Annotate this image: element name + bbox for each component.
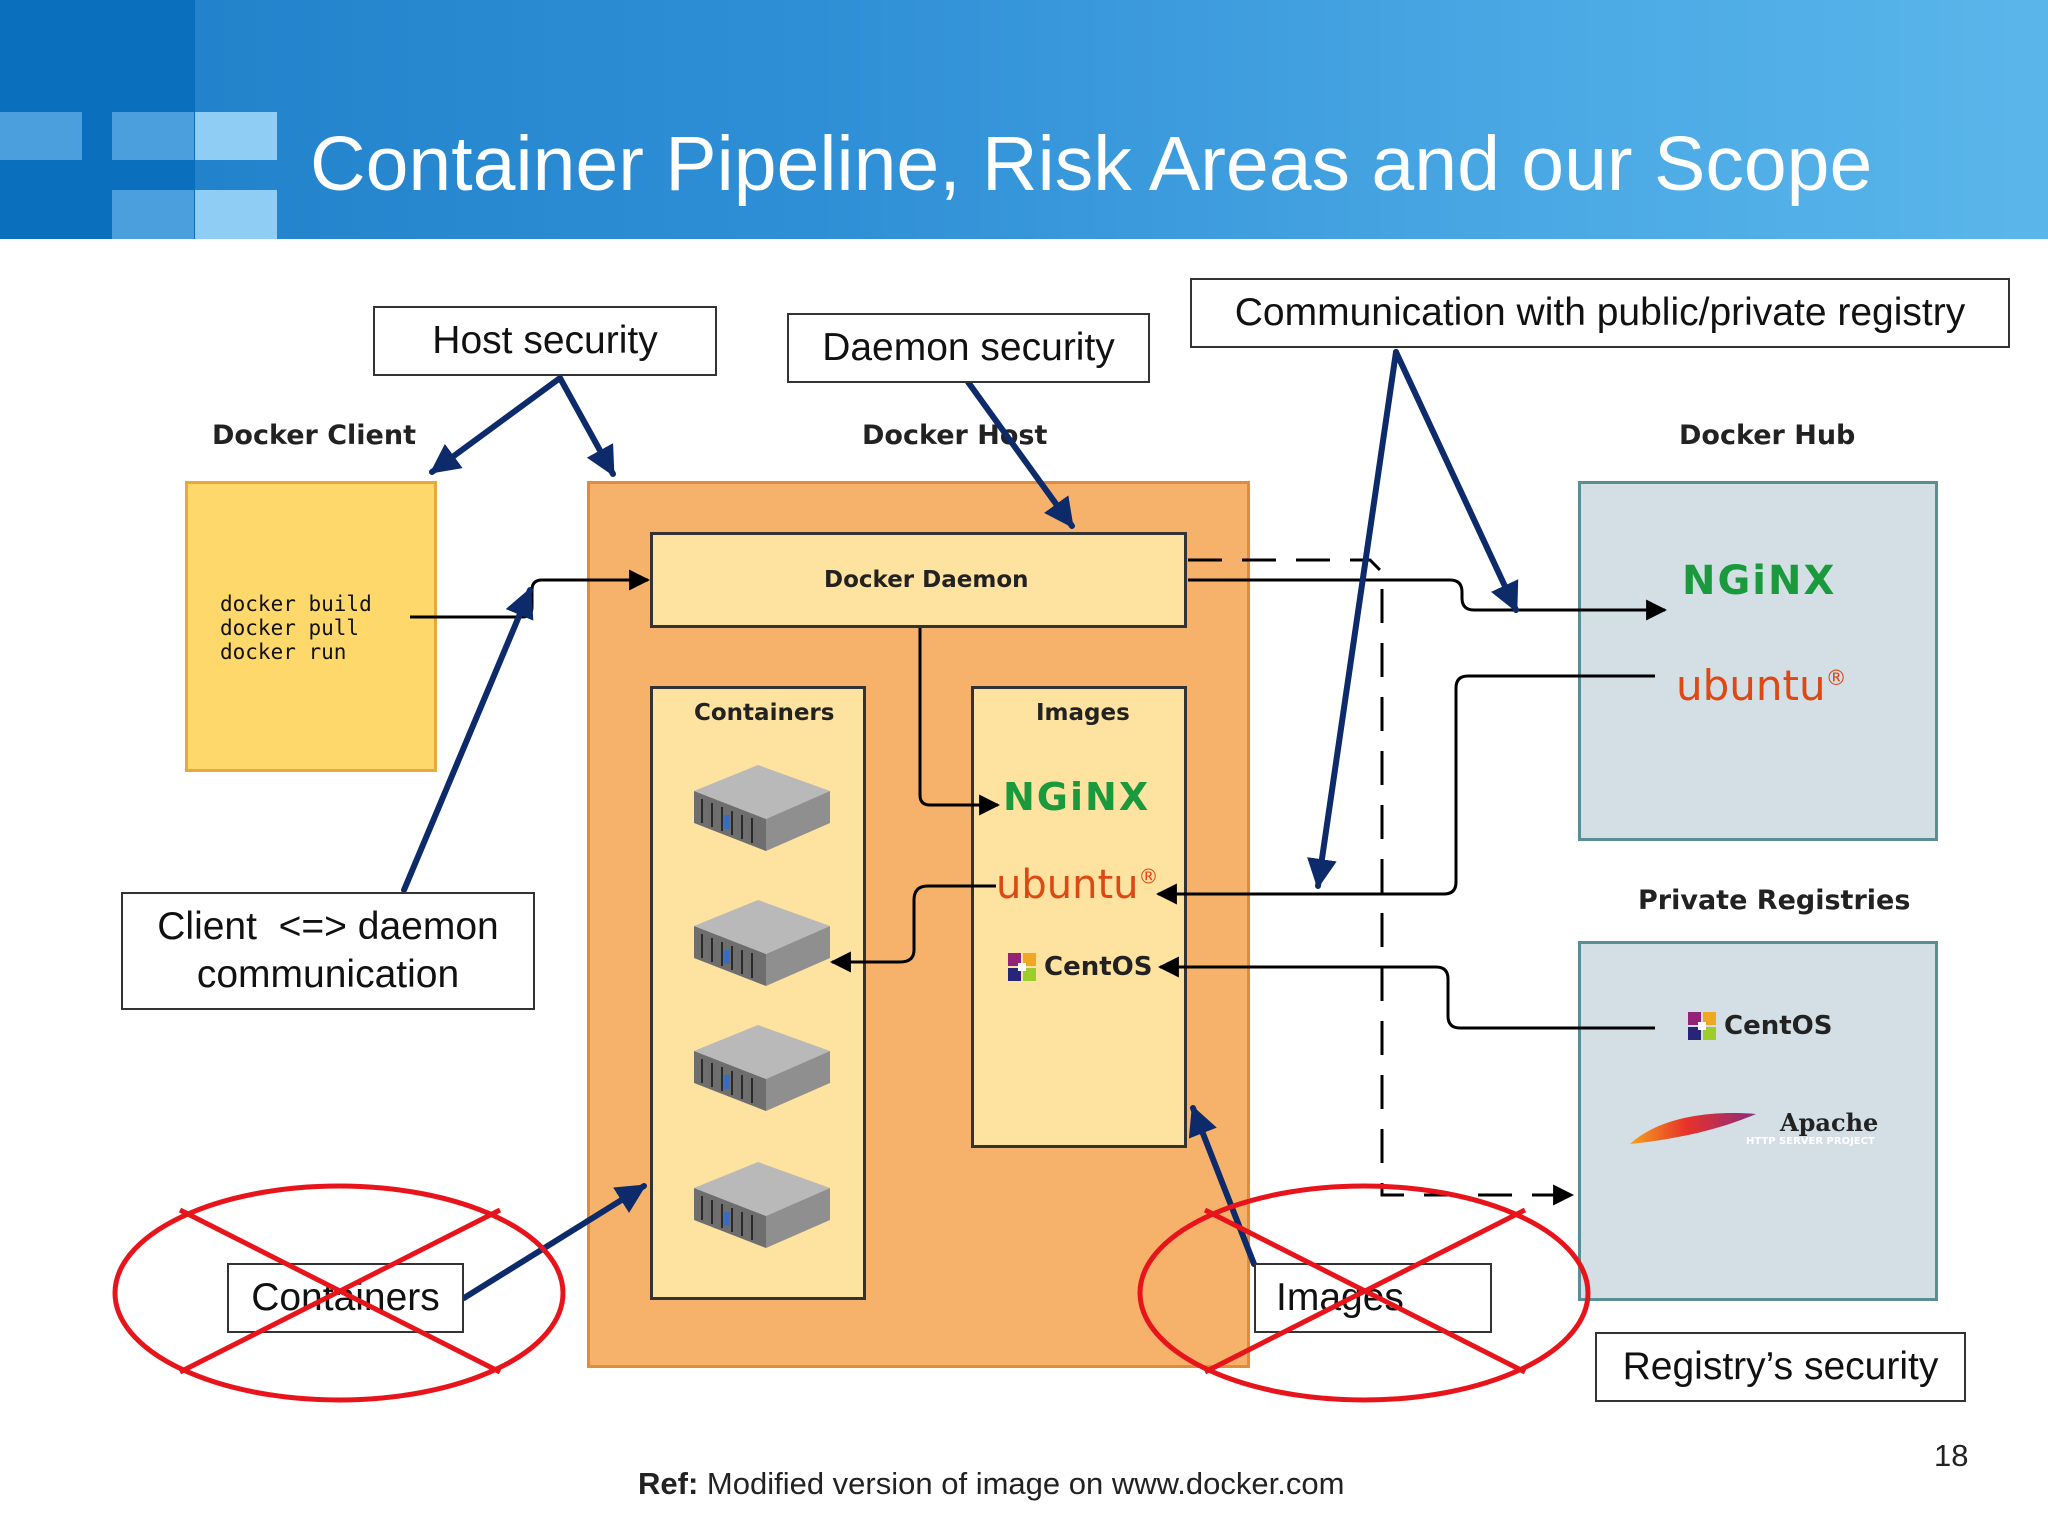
centos-icon — [1688, 1012, 1716, 1040]
header-decor-square — [0, 112, 82, 160]
ubuntu-logo: ubuntu® — [1676, 661, 1847, 710]
images-label: Images — [1036, 700, 1130, 726]
server-icon — [694, 1162, 830, 1248]
callout-line: Client <=> daemon — [157, 905, 499, 949]
header-decor-square — [195, 112, 277, 160]
ubuntu-logo: ubuntu® — [996, 862, 1159, 908]
containers-cross-line — [178, 1207, 502, 1375]
server-icon — [694, 765, 830, 851]
slide-title: Container Pipeline, Risk Areas and our S… — [310, 121, 1873, 207]
command-line: docker run — [220, 640, 347, 664]
centos-logo: CentOS — [1006, 951, 1152, 983]
host-security-callout: Host security — [373, 306, 717, 376]
registry-communication-callout: Communication with public/private regist… — [1190, 278, 2010, 348]
slide-header: Container Pipeline, Risk Areas and our S… — [0, 0, 2048, 239]
private-registries-label: Private Registries — [1638, 885, 1911, 916]
containers-label: Containers — [694, 700, 835, 726]
header-decor-square — [195, 190, 277, 239]
header-decor-square — [112, 190, 194, 239]
containers-callout: Containers — [227, 1263, 464, 1333]
centos-logo: CentOS — [1686, 1010, 1832, 1042]
images-box — [971, 686, 1187, 1148]
containers-out-of-scope-ellipse — [112, 1183, 566, 1403]
registry-security-callout: Registry’s security — [1595, 1332, 1966, 1402]
callout-line: communication — [196, 953, 460, 996]
apache-feather-icon — [1630, 1113, 1756, 1144]
private-registries-box — [1578, 941, 1938, 1301]
daemon-to-images-connector — [918, 628, 1001, 816]
server-icon — [694, 900, 830, 986]
daemon-security-arrow — [965, 379, 1075, 529]
daemon-to-hub-connector — [1188, 578, 1668, 621]
registry-comm-arrow — [1307, 349, 1399, 889]
header-decor-square — [112, 112, 194, 160]
client-daemon-arrow — [401, 587, 534, 893]
docker-hub-label: Docker Hub — [1679, 420, 1856, 451]
centos-icon — [1008, 953, 1036, 981]
docker-hub-box — [1578, 481, 1938, 841]
registry-comm-arrow — [1393, 349, 1519, 613]
containers-arrow — [461, 1183, 647, 1301]
host-security-arrow — [429, 375, 563, 475]
docker-client-box — [185, 481, 437, 772]
images-cross-line — [1203, 1207, 1527, 1375]
command-line: docker build — [220, 592, 372, 616]
images-to-containers-connector — [829, 884, 996, 973]
private-to-images-connector — [1157, 956, 1655, 1030]
images-callout: Images — [1254, 1263, 1492, 1333]
apache-logo-subtext: HTTP SERVER PROJECT — [1746, 1136, 1875, 1147]
images-arrow — [1188, 1105, 1257, 1267]
reference-label: Ref: — [638, 1466, 699, 1501]
nginx-logo: NGiNX — [1003, 775, 1151, 819]
page-number: 18 — [1934, 1438, 1969, 1473]
server-icon — [694, 1025, 830, 1111]
dashed-registry-connector — [1188, 558, 1575, 1206]
command-line: docker pull — [220, 616, 360, 640]
apache-logo-text: Apache — [1780, 1108, 1879, 1137]
images-out-of-scope-ellipse — [1137, 1183, 1591, 1403]
reference-text: Modified version of image on www.docker.… — [698, 1466, 1345, 1501]
client-daemon-callout: Client <=> daemon communication — [121, 892, 535, 1010]
daemon-security-callout: Daemon security — [787, 313, 1150, 383]
docker-daemon-box — [650, 532, 1187, 628]
nginx-logo: NGiNX — [1682, 558, 1837, 604]
hub-to-images-connector — [1155, 674, 1655, 905]
docker-commands: docker build docker pull docker run — [220, 592, 372, 664]
docker-client-label: Docker Client — [212, 420, 416, 451]
docker-daemon-label: Docker Daemon — [824, 567, 1029, 593]
reference-note: Ref: Modified version of image on www.do… — [638, 1466, 1344, 1502]
host-security-arrow — [557, 375, 616, 477]
